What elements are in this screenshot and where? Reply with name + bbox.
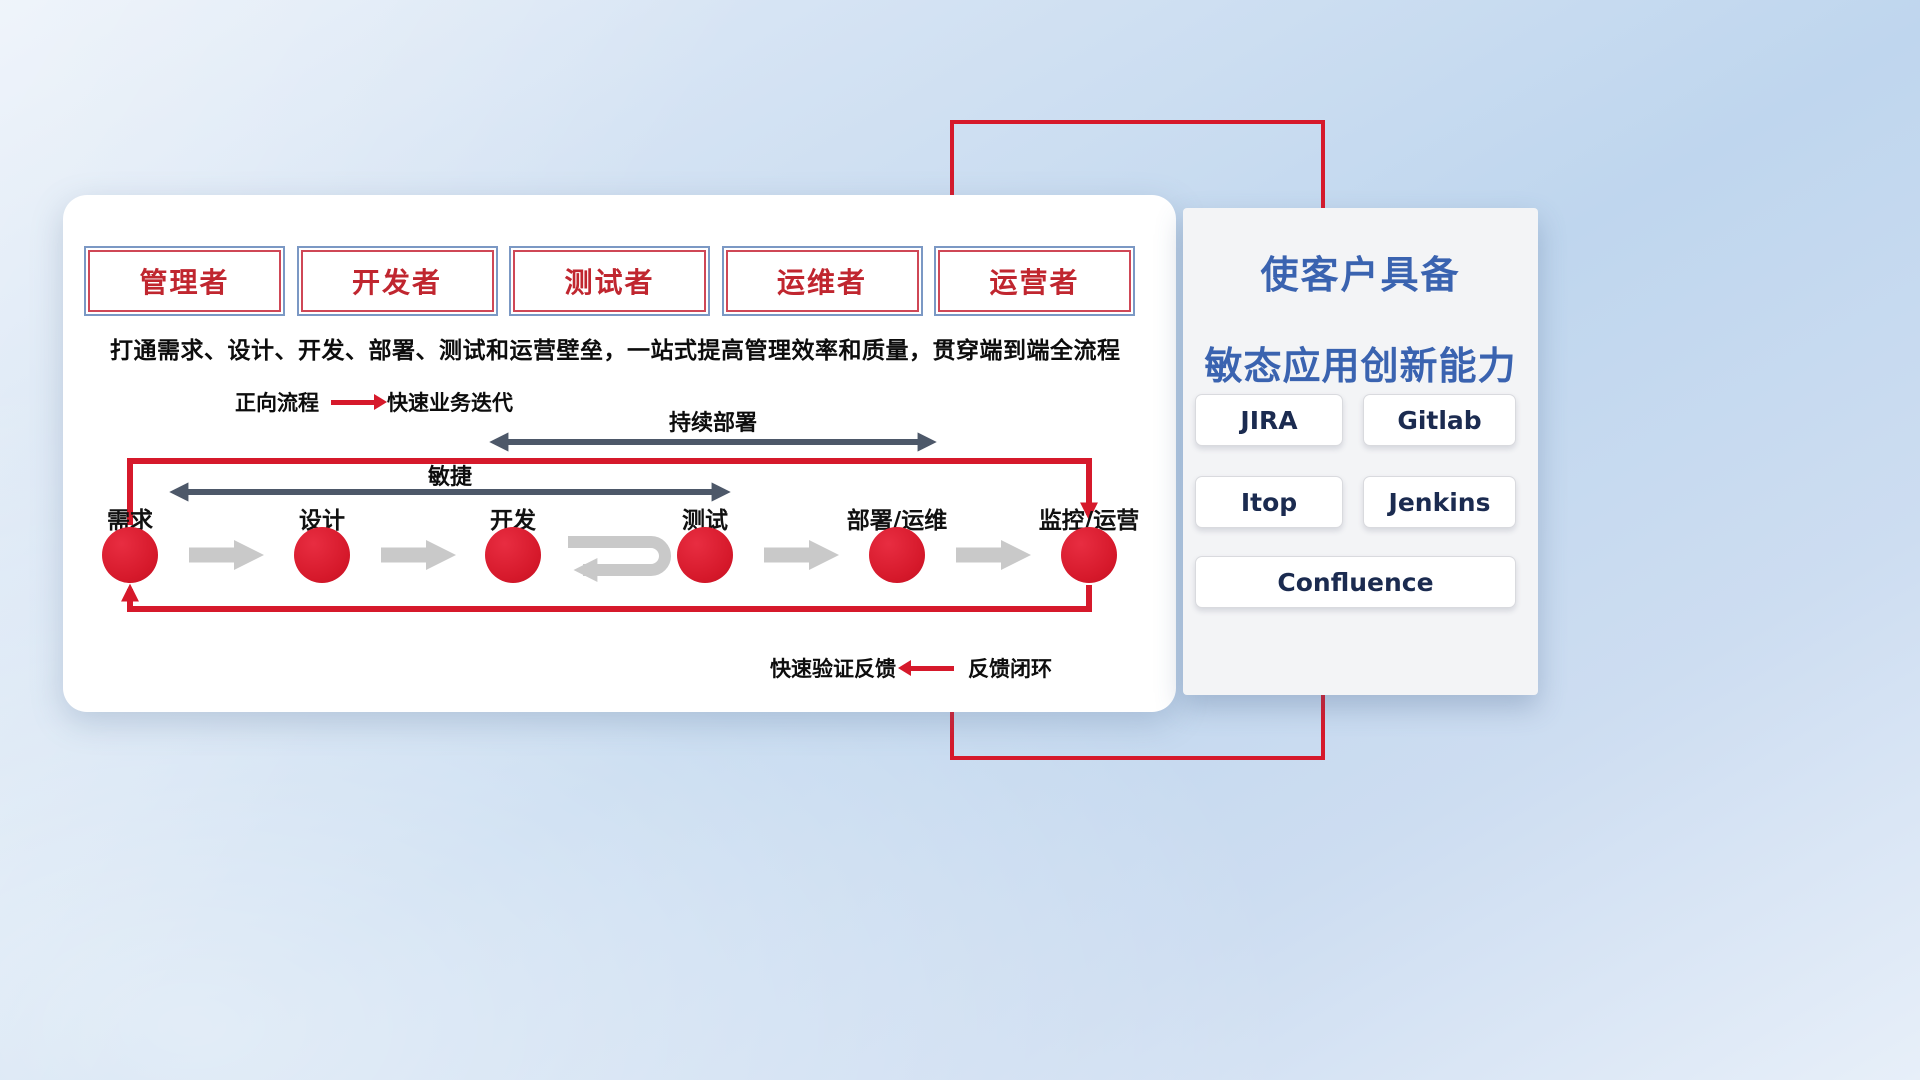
legend-forward-value: 快速业务迭代	[387, 391, 513, 415]
legend-forward-label: 正向流程	[235, 391, 319, 415]
role-label: 运维者	[776, 266, 867, 299]
stage-node-requirements	[102, 527, 158, 583]
role-label: 管理者	[139, 266, 230, 299]
tools-panel-title-line2: 敏态应用创新能力	[1204, 344, 1517, 388]
tool-chip-jenkins: Jenkins	[1363, 476, 1516, 528]
continuous-deploy-label: 持续部署	[668, 411, 757, 436]
legend-feedback-value: 反馈闭环	[968, 657, 1052, 681]
tools-panel-title-line1: 使客户具备	[1260, 253, 1461, 297]
tools-panel: 使客户具备 敏态应用创新能力 JIRA Gitlab Itop Jenkins …	[1183, 208, 1538, 695]
forward-loop-line	[127, 458, 1098, 525]
flow-diagram-lines	[121, 432, 1098, 612]
role-box-operator: 运营者	[934, 246, 1135, 316]
role-box-tester: 测试者	[509, 246, 710, 316]
stage-node-design	[294, 527, 350, 583]
role-label: 运营者	[989, 266, 1080, 299]
role-box-ops: 运维者	[721, 246, 923, 316]
role-box-manager: 管理者	[84, 246, 285, 316]
forward-arrow-icon	[331, 393, 387, 410]
stage-node-deploy-ops	[869, 527, 925, 583]
role-label: 测试者	[564, 266, 655, 299]
roles-row: 管理者 开发者 测试者 运维者 运营者	[84, 246, 1135, 316]
tool-chip-gitlab: Gitlab	[1363, 394, 1516, 446]
legend-feedback: 快速验证反馈 反馈闭环	[770, 653, 1052, 683]
role-box-developer: 开发者	[296, 246, 498, 316]
dev-test-loop-icon	[568, 536, 671, 582]
tool-chip-confluence: Confluence	[1195, 556, 1516, 608]
devops-flow-panel: 管理者 开发者 测试者 运维者 运营者 打通需求、设计、开发、部署、测试和运营壁…	[63, 195, 1176, 712]
tool-chip-itop: Itop	[1195, 476, 1343, 528]
role-label: 开发者	[351, 266, 442, 299]
tool-chip-jira: JIRA	[1195, 394, 1343, 446]
legend-forward: 正向流程 快速业务迭代	[235, 387, 513, 417]
tools-panel-title: 使客户具备 敏态应用创新能力	[1183, 208, 1538, 390]
flow-description: 打通需求、设计、开发、部署、测试和运营壁垒，一站式提高管理效率和质量，贯穿端到端…	[110, 338, 1121, 364]
stage-node-development	[485, 527, 541, 583]
stage-node-monitor-operations	[1061, 527, 1117, 583]
legend-feedback-label: 快速验证反馈	[770, 657, 896, 681]
stage-node-testing	[677, 527, 733, 583]
feedback-arrow-icon	[898, 659, 954, 676]
feedback-loop-line	[121, 583, 1092, 612]
